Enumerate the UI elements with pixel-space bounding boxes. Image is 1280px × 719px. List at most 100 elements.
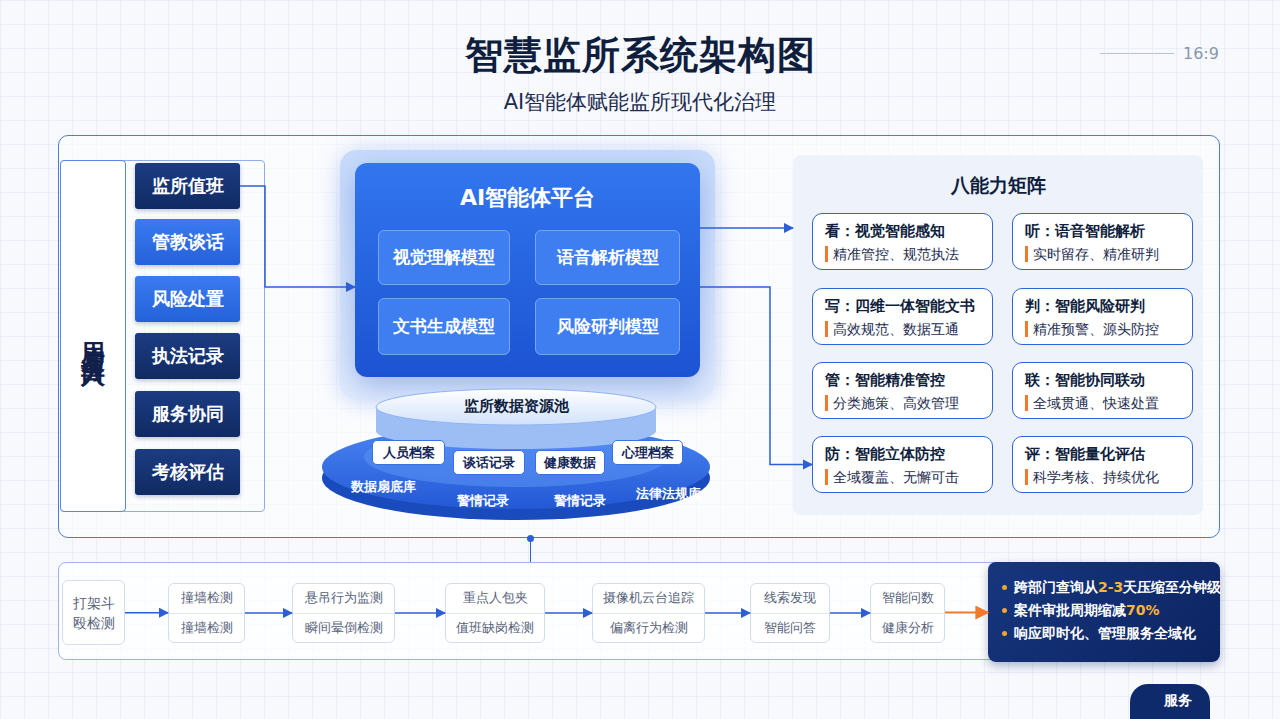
- node-text: 听：语音智能解析: [1025, 222, 1192, 241]
- free-label: 数据扇底库: [338, 479, 428, 496]
- highlight-number: 70%: [1126, 602, 1160, 618]
- node-text: 瞬间晕倒检测: [293, 613, 394, 643]
- connector: [240, 186, 355, 287]
- data-pool-cylinder: 监所数据资源池人员档案谈话记录 健康数据 心理档案: [320, 385, 712, 522]
- entry-panel: 用户与业务入口: [60, 160, 126, 512]
- process-step: 重点人包夹值班缺岗检测: [445, 583, 545, 643]
- node-text: 评：智能量化评估: [1025, 445, 1192, 464]
- node-text: 分类施策、高效管理: [825, 395, 992, 411]
- node-text: 撞墙检测: [169, 584, 244, 613]
- node-text: 高效规范、数据互通: [825, 321, 992, 337]
- node-text: 管教谈话: [152, 230, 224, 254]
- node-text: 风险研判模型: [557, 315, 659, 338]
- node-text: 打架斗殴检测: [63, 581, 124, 644]
- free-label: 法律法规库: [623, 486, 713, 503]
- entry-button: 风险处置: [135, 276, 240, 322]
- node-text: 联：智能协同联动: [1025, 371, 1192, 390]
- free-label: 服务: [1148, 692, 1208, 710]
- node-text: 精准预警、源头防控: [1025, 321, 1192, 337]
- node-text: 重点人包夹: [446, 584, 544, 613]
- node-text: 精准管控、规范执法: [825, 246, 992, 262]
- node-text: 用户与业务入口: [77, 322, 109, 350]
- connector: [545, 612, 592, 614]
- free-label: 警情记录: [438, 493, 528, 510]
- highlight-number: 2-3: [1098, 579, 1123, 595]
- node-text: 八能力矩阵: [793, 173, 1203, 199]
- process-step: 撞墙检测撞墙检测: [168, 583, 245, 643]
- node-text: 视觉理解模型: [393, 246, 495, 269]
- subtitle: AI智能体赋能监所现代化治理: [0, 88, 1280, 116]
- capability-card: 联：智能协同联动全域贯通、快速处置: [1012, 362, 1193, 419]
- capability-card: 看：视觉智能感知精准管控、规范执法: [812, 213, 993, 270]
- entry-button: 服务协同: [135, 391, 240, 437]
- frame-link-dot: [527, 535, 534, 542]
- node-text: 看：视觉智能感知: [825, 222, 992, 241]
- free-label: 16:9: [1183, 44, 1243, 63]
- result-box: 跨部门查询从2-3天压缩至分钟级案件审批周期缩减70%响应即时化、管理服务全域化: [988, 562, 1220, 662]
- node-text: 线索发现: [751, 584, 829, 613]
- node-text: 人员档案: [383, 444, 435, 462]
- platform-box: AI智能体平台视觉理解模型 语音解析模型文书生成模型 风险研判模型: [355, 163, 700, 377]
- node-text: 健康数据: [544, 454, 596, 472]
- model-box: 语音解析模型: [535, 230, 680, 285]
- node-text: 监所值班: [152, 174, 224, 198]
- capability-card: 判：智能风险研判精准预警、源头防控: [1012, 288, 1193, 345]
- capability-card: 管：智能精准管控分类施策、高效管理: [812, 362, 993, 419]
- capability-card: 防：智能立体防控全域覆盖、无懈可击: [812, 436, 993, 493]
- node-text: 全域覆盖、无懈可击: [825, 469, 992, 485]
- data-tag: 健康数据: [535, 450, 605, 475]
- node-text: 全域贯通、快速处置: [1025, 395, 1192, 411]
- node-text: 智能问答: [751, 613, 829, 643]
- node-text: 响应即时化、管理服务全域化: [1002, 622, 1220, 645]
- entry-button: 管教谈话: [135, 219, 240, 265]
- diagram-title: 智慧监所系统架构图: [0, 30, 1280, 81]
- node-text: 摄像机云台追踪: [593, 584, 704, 613]
- model-box: 视觉理解模型: [378, 230, 510, 285]
- node-text: 值班缺岗检测: [446, 613, 544, 643]
- node-text: 实时留存、精准研判: [1025, 246, 1192, 262]
- entry-button: 执法记录: [135, 333, 240, 379]
- process-step: 摄像机云台追踪偏离行为检测: [592, 583, 705, 643]
- capability-panel: 八能力矩阵看：视觉智能感知精准管控、规范执法听：语音智能解析实时留存、精准研判写…: [793, 155, 1203, 515]
- free-label: 警情记录: [535, 493, 625, 510]
- capability-card: 评：智能量化评估科学考核、持续优化: [1012, 436, 1193, 493]
- node-text: 悬吊行为监测: [293, 584, 394, 613]
- node-text: 心理档案: [622, 444, 674, 462]
- model-box: 文书生成模型: [378, 298, 510, 355]
- node-text: 跨部门查询从2-3天压缩至分钟级: [1002, 576, 1220, 599]
- node-text: 健康分析: [871, 613, 944, 643]
- entry-button: 考核评估: [135, 449, 240, 495]
- node-text: 谈话记录: [463, 454, 515, 472]
- process-step: 智能问数健康分析: [870, 583, 945, 643]
- connector: [700, 287, 812, 465]
- node-text: 管：智能精准管控: [825, 371, 992, 390]
- node-text: 撞墙检测: [169, 613, 244, 643]
- model-box: 风险研判模型: [535, 298, 680, 355]
- node-text: 写：四维一体智能文书: [825, 297, 992, 316]
- title-rule: [1100, 53, 1174, 54]
- node-text: 考核评估: [152, 460, 224, 484]
- capability-card: 听：语音智能解析实时留存、精准研判: [1012, 213, 1193, 270]
- node-text: 监所数据资源池: [320, 397, 712, 416]
- connector: [125, 612, 168, 614]
- node-text: AI智能体平台: [355, 183, 700, 213]
- node-text: 服务协同: [152, 402, 224, 426]
- capability-card: 写：四维一体智能文书高效规范、数据互通: [812, 288, 993, 345]
- node-text: 偏离行为检测: [593, 613, 704, 643]
- node-text: 智能问数: [871, 584, 944, 613]
- connector: [245, 612, 292, 614]
- process-step: 悬吊行为监测瞬间晕倒检测: [292, 583, 395, 643]
- node-text: 判：智能风险研判: [1025, 297, 1192, 316]
- data-tag: 人员档案: [372, 440, 445, 465]
- node-text: 案件审批周期缩减70%: [1002, 599, 1220, 622]
- process-step: 打架斗殴检测: [62, 580, 125, 645]
- entry-button: 监所值班: [135, 163, 240, 209]
- node-text: 防：智能立体防控: [825, 445, 992, 464]
- node-text: 科学考核、持续优化: [1025, 469, 1192, 485]
- node-text: 文书生成模型: [393, 315, 495, 338]
- connector: [705, 612, 750, 614]
- node-text: 风险处置: [152, 287, 224, 311]
- connector: [395, 612, 445, 614]
- connector: [945, 612, 988, 614]
